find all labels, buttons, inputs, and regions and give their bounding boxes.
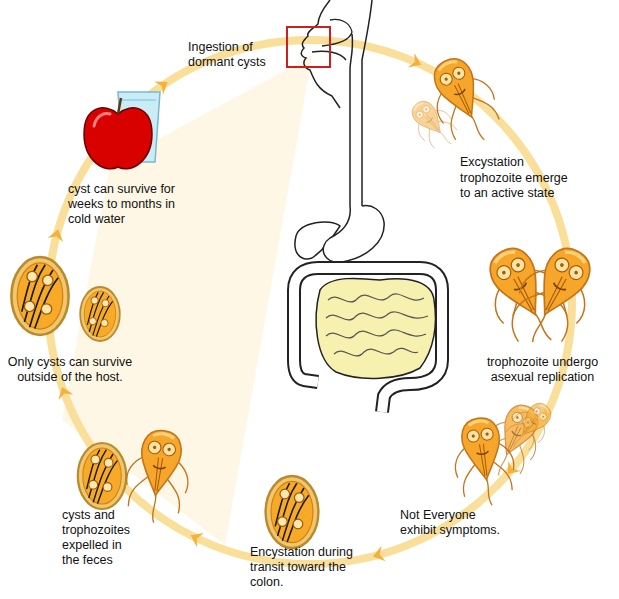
parasites — [11, 48, 607, 548]
stage-label: trophozoite undergo asexual replication — [470, 355, 615, 385]
apple-highlight — [94, 114, 110, 127]
stage-label: Not Everyone exhibit symptoms. — [400, 508, 513, 538]
cyst — [11, 257, 68, 335]
digestive-system — [294, 0, 442, 412]
ingestion-wedge — [62, 56, 312, 545]
cyst — [80, 287, 120, 341]
apple-stem — [118, 98, 121, 114]
food-and-water — [84, 92, 160, 169]
cycle-arrow — [48, 227, 66, 242]
intestine-loop — [328, 294, 424, 302]
esophagus-wall — [350, 34, 353, 206]
stage-label: Excystation — [460, 155, 580, 170]
intestine-loop — [334, 348, 418, 356]
water-surface — [122, 99, 156, 101]
cycle-arrow — [371, 546, 386, 564]
trophozoite — [449, 414, 519, 509]
cyst — [266, 476, 319, 548]
stage-label: cysts and trophozoites expelled in the f… — [62, 508, 137, 568]
trophozoite — [419, 48, 509, 152]
large-intestine — [294, 268, 442, 412]
cycle-arrow — [408, 53, 425, 72]
cycle-arrows — [48, 53, 577, 564]
esophagus-wall — [362, 0, 372, 206]
small-intestine — [316, 278, 435, 378]
trophozoite — [499, 395, 560, 458]
stage-label: Ingestion of dormant cysts — [188, 40, 288, 70]
nasal-cavity — [322, 20, 352, 47]
cycle-arrow — [154, 75, 172, 94]
intestine-loop — [326, 312, 428, 320]
apple — [84, 108, 152, 169]
mouth-highlight-box — [287, 27, 330, 67]
stomach — [323, 206, 384, 263]
trophozoite — [501, 236, 608, 357]
head-outline — [301, 0, 340, 108]
intestine-loops — [326, 294, 428, 356]
stage-label: Only cysts can survive outside of the ho… — [0, 355, 140, 385]
stage-label: Encystation during transit toward the co… — [250, 545, 355, 590]
intestine-loop — [326, 330, 426, 338]
cycle-arrow — [187, 528, 204, 547]
cyst — [78, 443, 126, 509]
cycle-ring — [48, 40, 572, 564]
stage-label: cyst can survive for weeks to months in … — [68, 182, 180, 227]
trophozoite — [121, 427, 195, 527]
stage-label: trophozoite emerge to an active state — [460, 171, 578, 201]
large-intestine-outline — [294, 268, 442, 412]
cycle-arrow — [55, 384, 74, 400]
